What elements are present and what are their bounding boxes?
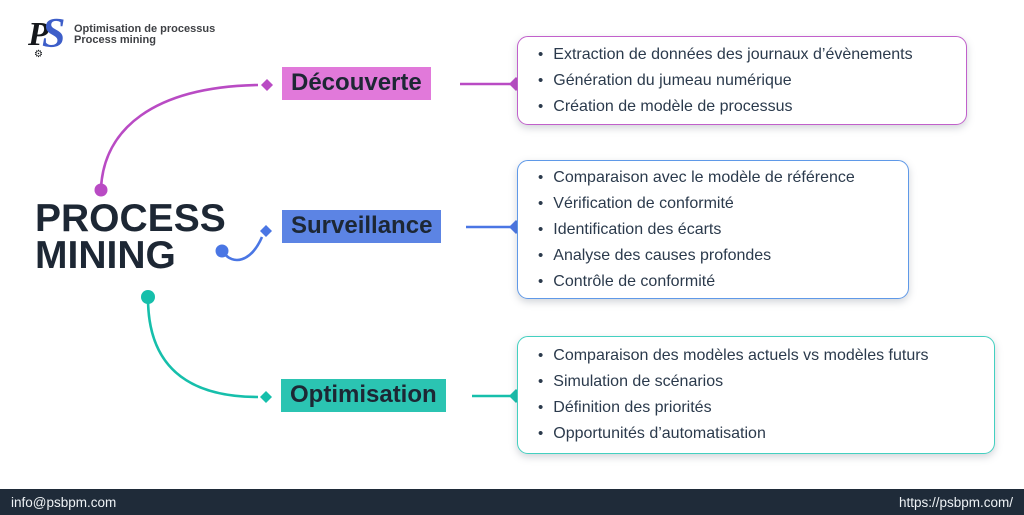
bullet-item: Définition des priorités bbox=[538, 395, 929, 421]
bullet-item: Comparaison des modèles actuels vs modèl… bbox=[538, 343, 928, 369]
page-title: PROCESS MINING bbox=[35, 197, 226, 277]
detail-box-monitoring: Comparaison avec le modèle de référenceV… bbox=[517, 160, 909, 299]
footer-url: https://psbpm.com/ bbox=[898, 494, 1013, 510]
discovery-bullet-list: Extraction de données des journaux d’évè… bbox=[518, 42, 913, 120]
bullet-item: Opportunités d’automatisation bbox=[538, 421, 929, 447]
page-title-line1: PROCESS bbox=[35, 197, 226, 240]
bullet-item: Analyse des causes profondes bbox=[538, 243, 855, 269]
bullet-item: Comparaison avec le modèle de référence bbox=[538, 165, 855, 191]
gear-icon: ⚙ bbox=[34, 49, 43, 60]
logo-monogram: P S ⚙ bbox=[28, 11, 72, 60]
discovery-diamond-icon bbox=[261, 79, 273, 91]
bullet-item: Génération du jumeau numérique bbox=[538, 68, 913, 94]
footer-email: info@psbpm.com bbox=[11, 494, 117, 510]
branch-label-discovery: Découverte bbox=[282, 67, 431, 100]
bullet-item: Simulation de scénarios bbox=[538, 369, 929, 395]
optimization-curve-dot bbox=[141, 290, 155, 304]
discovery-curve bbox=[99, 83, 259, 189]
logo-tagline-en: Process mining bbox=[74, 34, 156, 46]
bullet-item: Vérification de conformité bbox=[538, 191, 855, 217]
optimization-curve bbox=[146, 297, 259, 399]
monitoring-bullet-list: Comparaison avec le modèle de référenceV… bbox=[518, 165, 855, 295]
detail-box-discovery: Extraction de données des journaux d’évè… bbox=[517, 36, 967, 125]
detail-box-optimization: Comparaison des modèles actuels vs modèl… bbox=[517, 336, 995, 454]
logo-letter-p: P bbox=[28, 16, 49, 53]
brand-logo: P S ⚙ Optimisation de processus Process … bbox=[28, 11, 215, 60]
branch-label-monitoring: Surveillance bbox=[282, 210, 442, 243]
logo-text: Optimisation de processus Process mining bbox=[74, 24, 215, 46]
logo-letter-s: S bbox=[42, 11, 66, 57]
monitoring-curve bbox=[221, 236, 264, 262]
page-title-line2: MINING bbox=[35, 234, 176, 277]
logo-tagline-fr: Optimisation de processus bbox=[74, 23, 216, 35]
branch-label-optimization: Optimisation bbox=[281, 379, 446, 412]
bullet-item: Création de modèle de processus bbox=[538, 94, 913, 120]
bullet-item: Extraction de données des journaux d’évè… bbox=[538, 42, 912, 68]
monitoring-diamond-icon bbox=[260, 225, 272, 237]
footer-bar: info@psbpm.com https://psbpm.com/ bbox=[0, 489, 1024, 515]
optimization-diamond-icon bbox=[260, 391, 272, 403]
discovery-curve-dot bbox=[94, 183, 108, 197]
bullet-item: Identification des écarts bbox=[538, 217, 855, 243]
optimization-bullet-list: Comparaison des modèles actuels vs modèl… bbox=[518, 343, 929, 447]
bullet-item: Contrôle de conformité bbox=[538, 269, 855, 295]
